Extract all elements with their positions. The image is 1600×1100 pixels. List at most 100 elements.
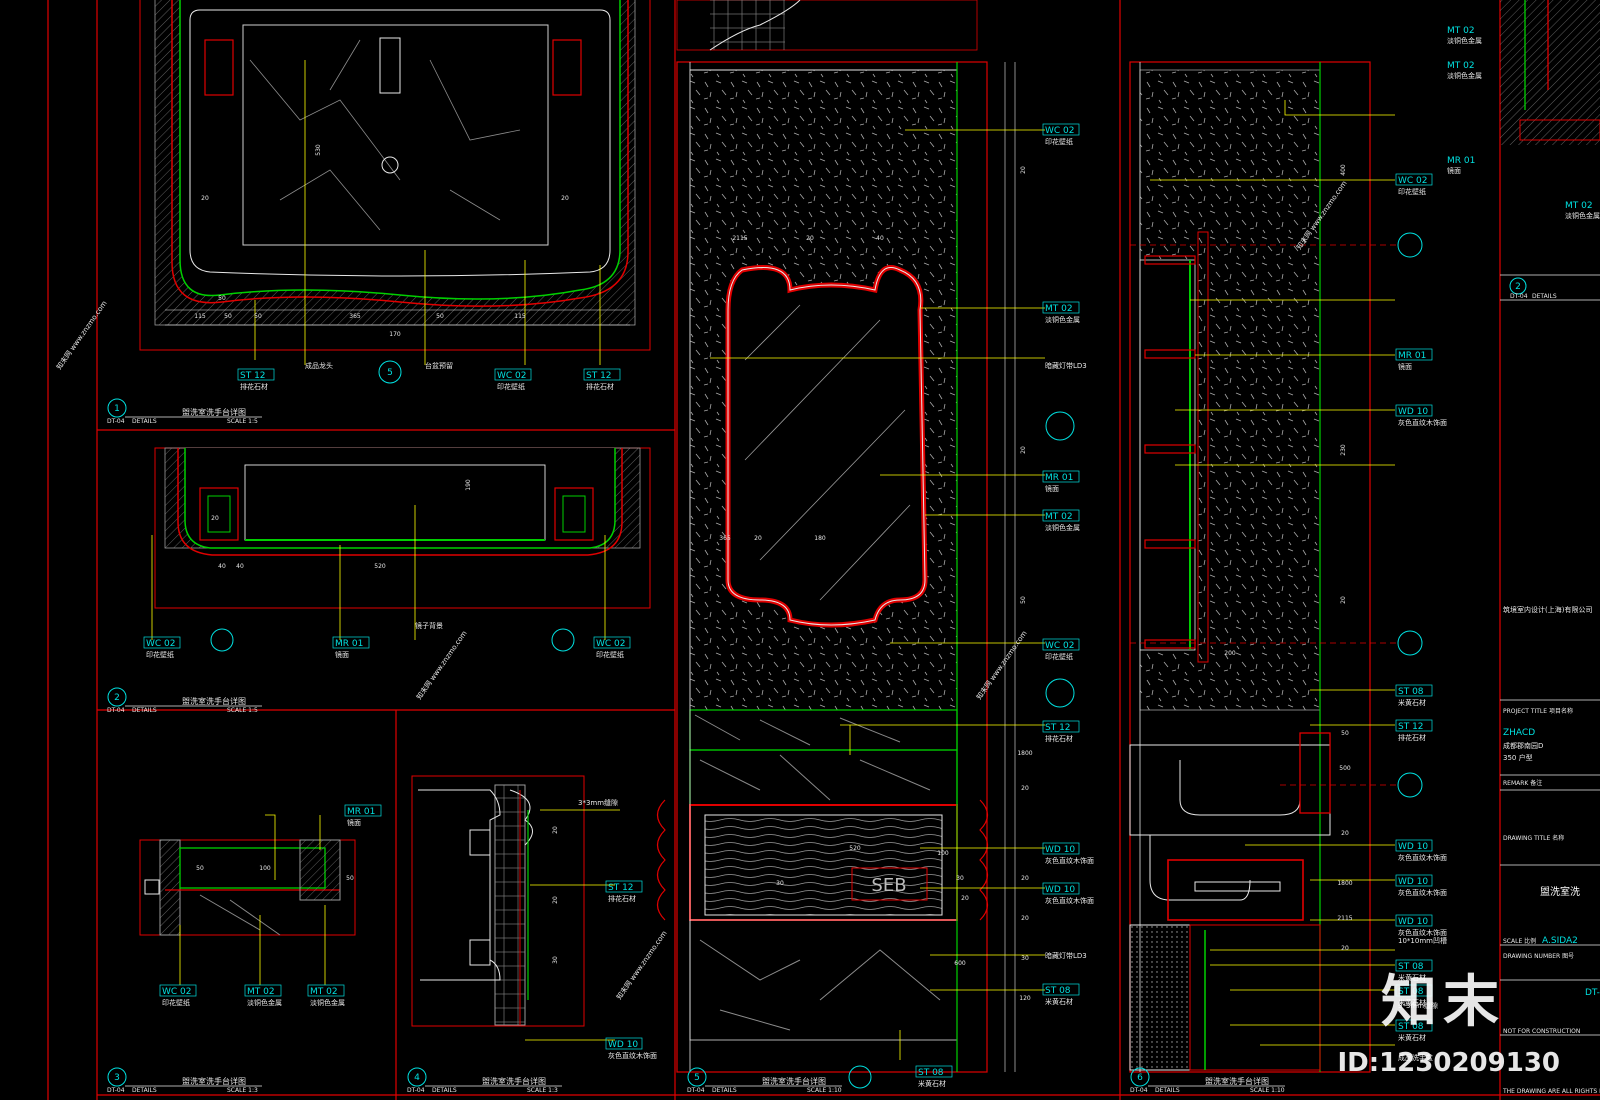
view-title: 盥洗室洗手台详图 — [482, 1076, 546, 1086]
material-tag-box — [143, 636, 181, 649]
material-tag-desc: 灰色直纹木饰面 — [1398, 888, 1447, 897]
dimension-value: 20 — [961, 895, 969, 902]
view-sheet-ref: DT-04 — [1130, 1087, 1148, 1094]
dimension-value: 50 — [218, 295, 226, 302]
dimension-value: 600 — [954, 960, 966, 967]
annotation-note: 成品龙头 — [305, 361, 333, 370]
material-tag-desc: 印花壁纸 — [162, 998, 190, 1007]
dimension-value: 20 — [552, 896, 559, 904]
scale-value: A.SIDA2 — [1542, 936, 1578, 946]
annotation-note: 成品洗手盆 — [1398, 1053, 1433, 1062]
dimension-value: 100 — [259, 865, 271, 872]
annotation-note: 暗藏灯带LD3 — [1045, 361, 1087, 370]
view-6-section — [1129, 61, 1423, 1073]
material-tag-code: ST 12 — [1045, 723, 1071, 733]
material-tag-desc: 淡铜色金属 — [1447, 36, 1482, 45]
dimension-value: 180 — [814, 535, 826, 542]
view-number: 6 — [1137, 1073, 1143, 1083]
material-tag-desc: 米黄石材 — [1398, 973, 1426, 982]
view-scale: SCALE 1:10 — [807, 1087, 842, 1094]
view-number-bubble — [107, 398, 127, 418]
material-tag-code: MR 01 — [1447, 156, 1475, 166]
material-tag-desc: 灰色直纹木饰面 — [1398, 418, 1447, 427]
material-tag-code: ST 12 — [608, 883, 634, 893]
dimension-value: 190 — [465, 479, 472, 491]
material-tag-code: MT 02 — [1447, 26, 1475, 36]
drawing-number-value: DT- — [1585, 988, 1600, 998]
material-tag-desc: 镜面 — [335, 650, 349, 659]
material-tag-desc: 淡铜色金属 — [310, 998, 345, 1007]
drawing-title: 盥洗室洗 — [1540, 885, 1580, 898]
material-tag-desc: 米黄石材 — [1398, 998, 1426, 1007]
dimension-value: 20 — [1340, 596, 1347, 604]
dimension-value: 115 — [194, 313, 206, 320]
view-1-plan: 5 — [139, 0, 651, 384]
material-tag-box — [583, 368, 621, 381]
material-tag-desc: 印花壁纸 — [1398, 187, 1426, 196]
material-tag-desc: 印花壁纸 — [1045, 137, 1073, 146]
material-tag-box — [605, 880, 643, 893]
material-tag-box — [1395, 1019, 1433, 1032]
view-number: 2 — [1515, 282, 1521, 292]
material-tag-box — [1042, 638, 1080, 651]
view-title: 盥洗室洗手台详图 — [182, 407, 246, 417]
view-4-detail — [411, 775, 620, 1041]
view-title: 盥洗室洗手台详图 — [762, 1076, 826, 1086]
material-tag-code: ST 12 — [240, 371, 266, 381]
material-tag-code: WD 10 — [1045, 845, 1075, 855]
view-scale: SCALE 1:3 — [527, 1087, 558, 1094]
material-tag-code: ST 08 — [1398, 987, 1424, 997]
material-tag-box — [1395, 839, 1433, 852]
material-tag-code: WC 02 — [497, 371, 527, 381]
view-5-elevation: SEB — [656, 0, 1075, 1089]
material-tag-desc: 镜面 — [1447, 166, 1461, 175]
dimension-value: 30 — [776, 880, 784, 887]
material-tag-code: ST 08 — [1398, 1022, 1424, 1032]
dimension-value: 200 — [1224, 650, 1236, 657]
dimension-value: 530 — [315, 144, 322, 156]
view-2-plan — [151, 447, 651, 652]
material-tag-box — [1395, 404, 1433, 417]
view-kind: DETAILS — [132, 418, 157, 425]
material-tag-box — [244, 984, 282, 997]
view-sheet-ref: DT-04 — [687, 1087, 705, 1094]
view-number: 4 — [414, 1073, 420, 1083]
titleblock-graphics — [1500, 0, 1600, 1036]
dimension-value: 40 — [876, 235, 884, 242]
material-tag-desc: 淡铜色金属 — [1045, 523, 1080, 532]
view-number-bubble — [687, 1067, 707, 1087]
dimension-value: 50 — [254, 313, 262, 320]
dimension-value: 2115 — [732, 235, 747, 242]
material-tag-box — [1395, 874, 1433, 887]
material-tag-desc: 印花壁纸 — [1045, 652, 1073, 661]
project-title-label: PROJECT TITLE 项目名称 — [1503, 707, 1573, 715]
material-tag-code: ST 08 — [1398, 962, 1424, 972]
material-tag-desc: 排花石材 — [1398, 733, 1426, 742]
view-scale: SCALE 1:5 — [227, 418, 258, 425]
material-tag-box — [1042, 301, 1080, 314]
dimension-value: 120 — [1019, 995, 1031, 1002]
material-tag-desc: 排花石材 — [586, 382, 614, 391]
dimension-value: 520 — [374, 563, 386, 570]
material-tag-code: MT 02 — [1447, 61, 1475, 71]
dimension-value: 1800 — [1337, 880, 1352, 887]
material-tag-code: WC 02 — [1398, 176, 1428, 186]
dimension-value: 20 — [1021, 875, 1029, 882]
dimension-value: 50 — [436, 313, 444, 320]
material-tag-code: WD 10 — [608, 1040, 638, 1050]
material-tag-box — [344, 804, 382, 817]
annotation-note: 台盆预留 — [425, 361, 453, 370]
material-tag-desc: 灰色直纹木饰面 — [1398, 928, 1447, 937]
material-tag-box — [159, 984, 197, 997]
dimension-value: 1800 — [1017, 750, 1032, 757]
watermark-text: 知末网 www.znzmo.com — [54, 299, 108, 371]
material-tag-code: MT 02 — [1045, 304, 1073, 314]
dimension-value: 20 — [1021, 915, 1029, 922]
dimension-value: 30 — [552, 956, 559, 964]
dimension-value: 50 — [196, 865, 204, 872]
material-tag-box — [332, 636, 370, 649]
material-tag-desc: 米黄石材 — [1398, 698, 1426, 707]
view-kind: DETAILS — [712, 1087, 737, 1094]
material-tag-desc: 镜面 — [1398, 362, 1412, 371]
